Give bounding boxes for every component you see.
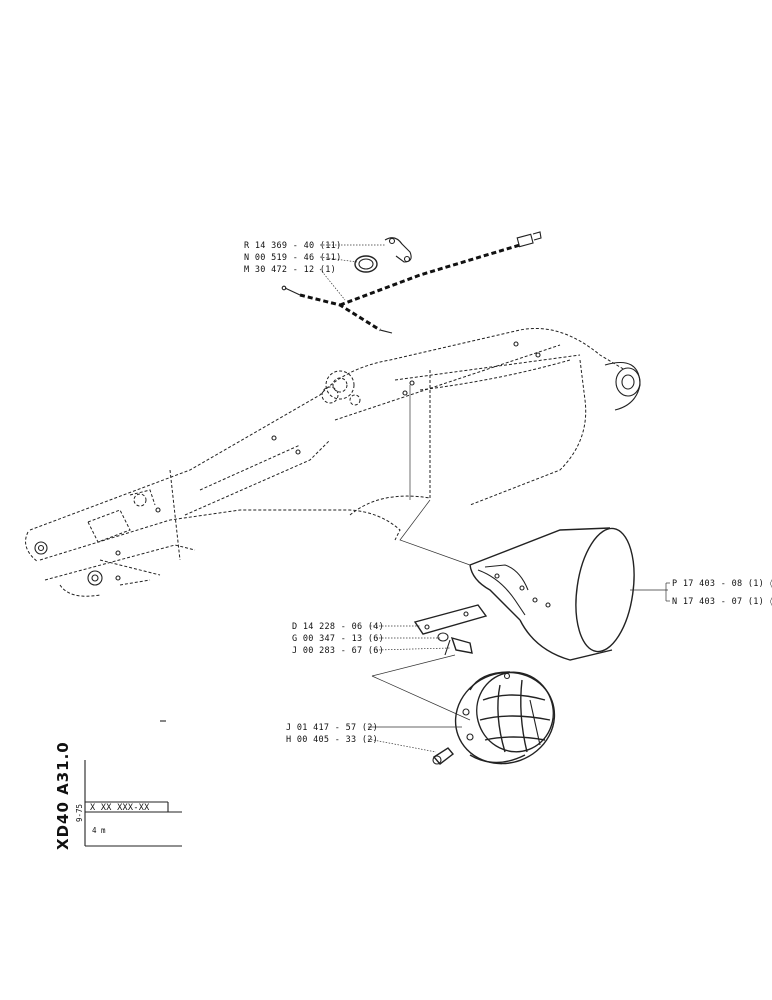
title-block: XD40 A31.0 9-75 X XX XXX-XX 4 m: [54, 741, 182, 850]
leader-lines-top: [319, 244, 385, 301]
work-light: [454, 671, 556, 765]
callouts-right: P 17 403 - 08 (1) ◊ N 17 403 - 07 (1) ◊: [672, 579, 772, 607]
callouts-bottom: J 01 417 - 57 (2) H 00 405 - 33 (2): [286, 723, 378, 745]
part-code: X XX XXX-XX: [90, 803, 150, 813]
callouts-top: R 14 369 - 40 (11) N 00 519 - 46 (11) M …: [244, 241, 342, 275]
drum-guard: [469, 527, 635, 661]
model-code: XD40 A31.0: [54, 741, 72, 850]
callout-right-2: N 17 403 - 07 (1) ◊: [672, 597, 772, 607]
cable-harness: [281, 231, 542, 334]
light-bolt: [432, 747, 455, 765]
callout-top-2: N 00 519 - 46 (11): [244, 253, 342, 263]
callouts-mid: D 14 228 - 06 (4) G 00 347 - 13 (6) J 00…: [292, 622, 384, 656]
callout-mid-3: J 00 283 - 67 (6): [292, 646, 384, 656]
leader-lines-bottom: [367, 726, 462, 753]
leader-lines-right: [630, 582, 670, 602]
callout-mid-1: D 14 228 - 06 (4): [292, 622, 384, 632]
callout-top-3: M 30 472 - 12 (1): [244, 265, 336, 275]
callout-bottom-1: J 01 417 - 57 (2): [286, 723, 378, 733]
pivot-holes: [34, 341, 641, 586]
size-note: 4 m: [92, 826, 106, 835]
callout-bottom-2: H 00 405 - 33 (2): [286, 735, 378, 745]
boom-arm-outline: [25, 327, 626, 597]
callout-right-1: P 17 403 - 08 (1) ◊: [672, 579, 772, 589]
leader-lines-mid: [370, 385, 471, 721]
callout-mid-2: G 00 347 - 13 (6): [292, 634, 384, 644]
small-note: 9-75: [75, 804, 84, 822]
fixing-plate: [413, 604, 488, 656]
callout-top-1: R 14 369 - 40 (11): [244, 241, 342, 251]
